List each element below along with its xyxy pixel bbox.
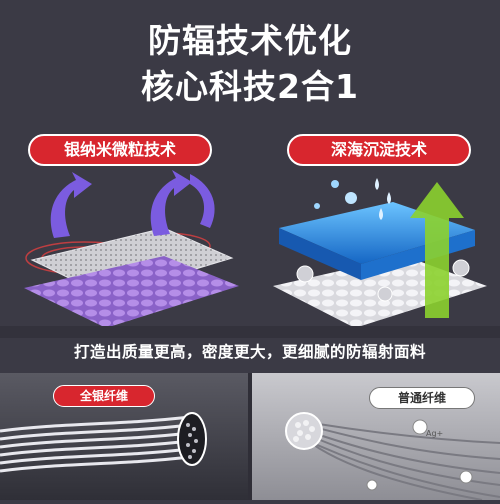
silver-fiber-badge: 全银纤维 xyxy=(53,385,155,407)
silver-nano-fabric-illustration xyxy=(24,170,239,328)
curve-arrow-icon xyxy=(190,174,215,228)
feature-label-deep-sea: 深海沉淀技术 xyxy=(287,134,471,166)
silver-fiber-bundle-illustration xyxy=(0,412,207,473)
up-arrow-icon xyxy=(150,170,192,236)
feature-label-silver-nano: 银纳米微粒技术 xyxy=(28,134,212,166)
ag-ion-label: Ag+ xyxy=(426,429,443,438)
up-arrow-icon xyxy=(410,182,464,318)
normal-fiber-panel: Ag+ 普通纤维 xyxy=(252,373,500,501)
water-droplets xyxy=(375,178,391,220)
up-arrow-icon xyxy=(50,172,92,238)
normal-fiber-badge: 普通纤维 xyxy=(369,387,475,409)
normal-fiber-bundle-illustration: Ag+ xyxy=(285,412,500,501)
title-line-1: 防辐技术优化 xyxy=(148,21,352,60)
ag-ion-bubble-icon xyxy=(459,470,473,484)
water-layer-side xyxy=(279,228,361,280)
benefit-caption: 打造出质量更高，密度更大，更细腻的防辐射面料 xyxy=(73,343,426,361)
ag-ion-bubble-icon xyxy=(412,419,428,435)
title-line-2: 核心科技2合1 xyxy=(141,67,359,106)
fiber-comparison: 全银纤维 Ag+ xyxy=(0,373,500,501)
ag-ion-bubble-icon xyxy=(366,479,378,491)
bubbles xyxy=(296,180,470,302)
section-divider xyxy=(0,326,500,338)
deep-sea-fabric-illustration xyxy=(273,178,487,328)
silver-fiber-panel: 全银纤维 xyxy=(0,373,248,500)
purple-woven-layer xyxy=(24,256,239,328)
